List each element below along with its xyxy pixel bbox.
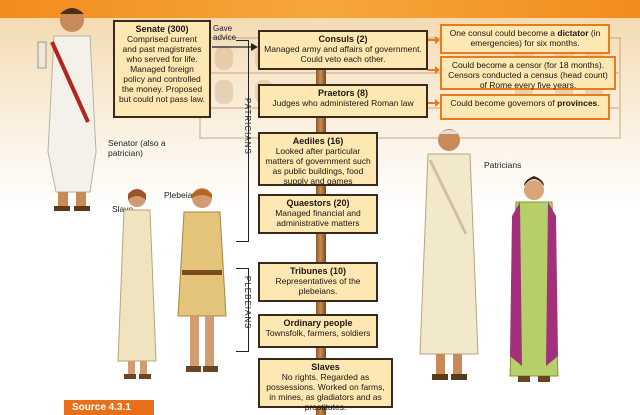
censor-note: Could become a censor (for 18 months). C… (440, 56, 616, 90)
source-label: Source 4.3.1 (64, 400, 154, 415)
senate-title: Senate (300) (135, 24, 189, 34)
consuls-box: Consuls (2) Managed army and affairs of … (258, 30, 428, 70)
quaestors-desc: Managed financial and administrative mat… (275, 208, 361, 228)
slaves-desc: No rights. Regarded as possessions. Work… (266, 372, 385, 412)
dictator-note-pre: One consul could become a (449, 28, 558, 38)
gave-advice-label: Gave advice (213, 24, 237, 42)
senator-label: Senator (also a patrician) (108, 138, 166, 158)
senate-desc: Comprised current and past magistrates w… (119, 34, 206, 104)
dictator-note: One consul could become a dictator (in e… (440, 24, 610, 54)
ordinary-people-title: Ordinary people (283, 318, 353, 328)
governor-note-pre: Could become governors of (450, 98, 558, 108)
slaves-title: Slaves (311, 362, 340, 372)
quaestors-box: Quaestors (20) Managed financial and adm… (258, 194, 378, 234)
plebeians-label: PLEBEIANS (243, 276, 252, 330)
aediles-title: Aediles (16) (292, 136, 344, 146)
ordinary-people-box: Ordinary people Townsfolk, farmers, sold… (258, 314, 378, 348)
ordinary-people-desc: Townsfolk, farmers, soldiers (265, 328, 371, 338)
patrician-man-figure (419, 129, 479, 380)
consuls-desc: Managed army and affairs of government. … (264, 44, 422, 64)
quaestors-title: Quaestors (20) (286, 198, 350, 208)
note-arrows (428, 36, 440, 107)
top-banner (0, 0, 640, 18)
senate-box: Senate (300) Comprised current and past … (113, 20, 211, 118)
praetors-title: Praetors (8) (317, 88, 369, 98)
patricians-bracket (236, 40, 249, 242)
tribunes-desc: Representatives of the plebeians. (275, 276, 361, 296)
tribunes-title: Tribunes (10) (289, 266, 346, 276)
governor-note-post: . (597, 98, 600, 108)
patrician-woman-figure (509, 176, 559, 382)
plebeians-bracket (236, 268, 249, 352)
advice-arrow (212, 43, 258, 51)
plebeian-figure (177, 188, 227, 372)
praetors-desc: Judges who administered Roman law (272, 98, 414, 108)
dictator-note-post: (in emergencies) for six months. (470, 28, 601, 48)
slave-figure (117, 189, 157, 379)
aediles-desc: Looked after particular matters of gover… (265, 146, 371, 186)
governor-note: Could become governors of provinces. (440, 94, 610, 120)
governor-note-bold: provinces (557, 98, 598, 108)
consuls-title: Consuls (2) (318, 34, 368, 44)
praetors-box: Praetors (8) Judges who administered Rom… (258, 84, 428, 118)
patricians-figures-label: Patricians (484, 160, 522, 170)
slave-label: Slave (112, 204, 134, 214)
patricians-label: PATRICIANS (243, 98, 252, 155)
aediles-box: Aediles (16) Looked after particular mat… (258, 132, 378, 186)
plebeian-label: Plebeian (164, 190, 198, 200)
dictator-note-bold: dictator (557, 28, 589, 38)
censor-note-text: Could become a censor (for 18 months). C… (448, 60, 608, 90)
slaves-box: Slaves No rights. Regarded as possession… (258, 358, 393, 412)
senator-figure (37, 8, 97, 211)
tribunes-box: Tribunes (10) Representatives of the ple… (258, 262, 378, 302)
